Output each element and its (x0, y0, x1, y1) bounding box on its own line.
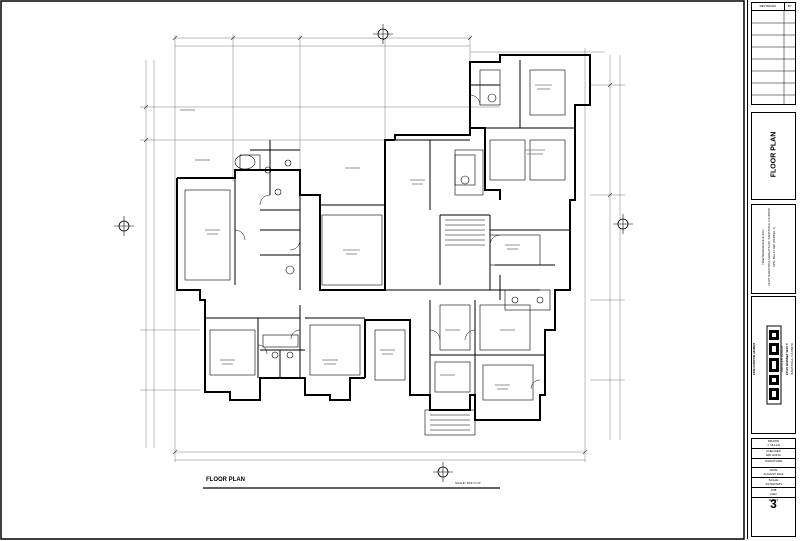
drawing-scale: SCALE: 3/16"=1'-0" (455, 481, 482, 485)
drawn-field: DRAWN J. ULLAH (752, 439, 795, 449)
drawn-label: DRAWN (767, 439, 780, 443)
project-line-1: NEW RESIDENCE & ADU (761, 229, 765, 265)
project-line-2: 21107 SARATOGA HEIGHTS DR, SARATOGA, CA … (767, 208, 771, 286)
sheet-label: SHEET (768, 498, 779, 502)
checked-field: CHECKED ERI HONG (752, 449, 795, 459)
floor-plan-drawing (0, 0, 745, 540)
checked-value: ERI HONG (766, 452, 781, 457)
by-header: BY (787, 4, 792, 8)
date-label: DATE (769, 468, 778, 472)
signature-field: SIGNATURE (752, 459, 795, 468)
checked-label: CHECKED (766, 449, 781, 453)
project-line-3: APN: 503-17-096 (PARCEL 1) (772, 226, 776, 268)
signature-label: SIGNATURE (764, 459, 783, 463)
firm-logo (766, 325, 782, 405)
drawn-value: J. ULLAH (767, 442, 780, 447)
title-block: REVISIONS BY FLOOR PLAN NEW RESIDENCE & … (747, 0, 799, 539)
date-value: AUGUST 2022 (763, 471, 784, 476)
sheet-title-box: FLOOR PLAN (751, 112, 796, 200)
firm-box: FINE CUSTOM HOMES HOLSTEN (751, 296, 796, 434)
firm-name: HOLSTEN DESIGN (780, 345, 784, 373)
sheet-title: FLOOR PLAN (770, 131, 778, 178)
firm-address: 15020 BONNET WAY © (785, 342, 789, 376)
revisions-grid (752, 11, 795, 105)
job-label: JOB (770, 488, 777, 492)
drawing-title: FLOOR PLAN (206, 477, 245, 483)
sheet-field: SHEET 3 (752, 496, 795, 511)
job-value: 2022 (770, 491, 777, 496)
sheet-number: 3 (770, 496, 777, 511)
date-field: DATE AUGUST 2022 (752, 468, 795, 478)
info-fields-box: DRAWN J. ULLAH CHECKED ERI HONG SIGNATUR… (751, 438, 796, 537)
scale-label: SCALE (768, 478, 779, 482)
firm-tagline: FINE CUSTOM HOMES (752, 342, 756, 376)
firm-city: SARATOGA, CA 95070 (790, 343, 794, 375)
revisions-table: REVISIONS BY (751, 2, 796, 105)
job-field: JOB 2022 (752, 488, 795, 498)
scale-field: SCALE AS SHOWN (752, 478, 795, 488)
revisions-header: REVISIONS (752, 3, 785, 10)
scale-value: AS SHOWN (765, 481, 782, 486)
project-info-box: NEW RESIDENCE & ADU 21107 SARATOGA HEIGH… (751, 204, 796, 294)
